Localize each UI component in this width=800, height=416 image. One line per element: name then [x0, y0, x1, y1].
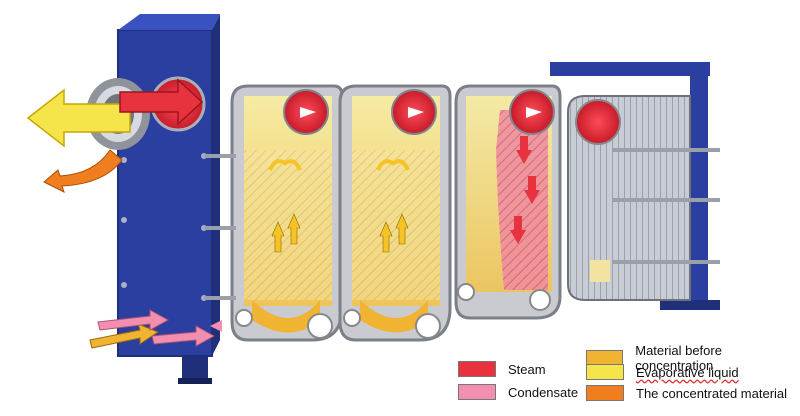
legend-swatch-steam [458, 361, 496, 377]
steam-inlet-arrow [119, 78, 204, 126]
inlet-arrows [89, 309, 222, 349]
plate-3 [454, 84, 562, 320]
legend-swatch-evaporative [586, 364, 624, 380]
legend-swatch-concentrated [586, 385, 624, 401]
plate-1 [230, 84, 344, 342]
legend-concentrated: The concentrated material [586, 385, 787, 401]
legend-evaporative: Evaporative liquid [586, 364, 739, 380]
legend-label-material-before: Material before concentration [635, 343, 722, 373]
legend-swatch-condensate [458, 384, 496, 400]
legend-material-before: Material before concentration [586, 343, 800, 373]
legend-steam: Steam [458, 361, 546, 377]
evaporative-outlet-arrow [26, 88, 131, 148]
plate-pack [550, 62, 720, 310]
flow-arrows [268, 159, 410, 253]
steam-port-icon [575, 99, 621, 145]
legend-label-evaporative: Evaporative liquid [636, 364, 739, 380]
steam-flow-arrows [510, 136, 540, 244]
legend-label-steam: Steam [508, 361, 546, 377]
legend-label-condensate: Condensate [508, 384, 579, 400]
legend-condensate: Condensate [458, 384, 578, 400]
plate-2 [338, 84, 452, 342]
concentrated-outlet-arrow [43, 149, 123, 193]
legend-label-concentrated: The concentrated material [636, 385, 788, 401]
